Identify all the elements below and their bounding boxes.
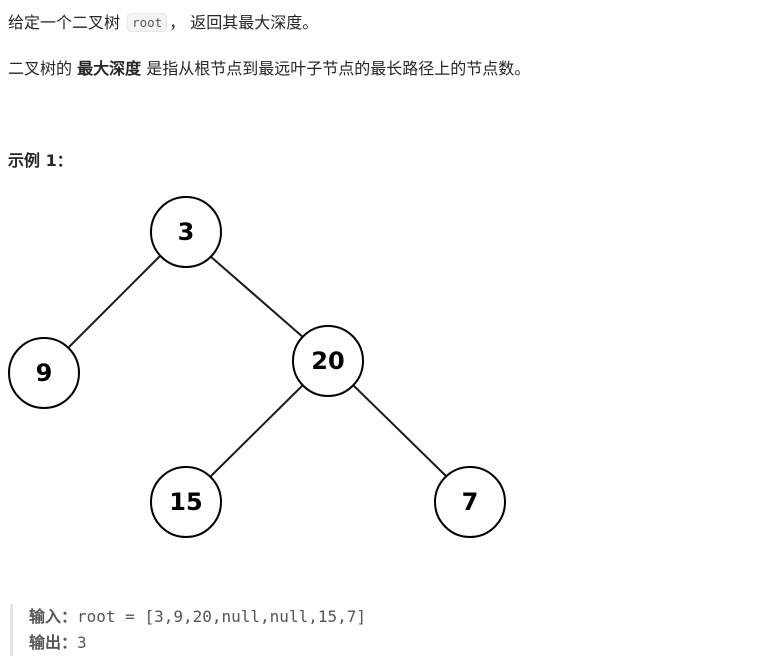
tree-node-value: 9 (36, 359, 53, 387)
problem-definition-line: 二叉树的 最大深度 是指从根节点到最远叶子节点的最长路径上的节点数。 (8, 56, 530, 82)
example-io-block: 输入：root = [3,9,20,null,null,15,7] 输出：3 (10, 604, 366, 656)
output-label: 输出： (29, 633, 78, 652)
tree-node-value: 15 (169, 488, 202, 516)
tree-node-3: 3 (150, 196, 222, 268)
example-title: 示例 1： (8, 151, 73, 170)
tree-node-20: 20 (292, 325, 364, 397)
tree-node-15: 15 (150, 466, 222, 538)
input-label: 输入： (29, 607, 78, 626)
input-value: root = [3,9,20,null,null,15,7] (77, 607, 366, 626)
tree-node-value: 3 (178, 218, 195, 246)
tree-edge-3-9 (68, 255, 161, 348)
max-depth-term: 最大深度 (77, 59, 142, 78)
tree-edge-20-15 (209, 384, 304, 478)
output-value: 3 (77, 633, 87, 652)
tree-edge-3-20 (209, 255, 305, 339)
problem-statement-line1: 给定一个二叉树 root， 返回其最大深度。 (8, 10, 318, 37)
binary-tree-diagram: 3 9 20 15 7 (8, 196, 506, 538)
statement-text: 给定一个二叉树 (8, 13, 126, 32)
definition-text: 二叉树的 (8, 59, 78, 78)
tree-node-value: 20 (311, 347, 344, 375)
tree-node-7: 7 (434, 466, 506, 538)
input-line: 输入：root = [3,9,20,null,null,15,7] (29, 604, 366, 630)
tree-node-value: 7 (462, 488, 479, 516)
definition-text: 是指从根节点到最远叶子节点的最长路径上的节点数。 (141, 59, 531, 78)
statement-text: ， 返回其最大深度。 (169, 13, 319, 32)
tree-edge-20-7 (352, 384, 448, 478)
inline-code-root: root (127, 13, 168, 32)
output-line: 输出：3 (29, 630, 366, 656)
tree-node-9: 9 (8, 337, 80, 409)
